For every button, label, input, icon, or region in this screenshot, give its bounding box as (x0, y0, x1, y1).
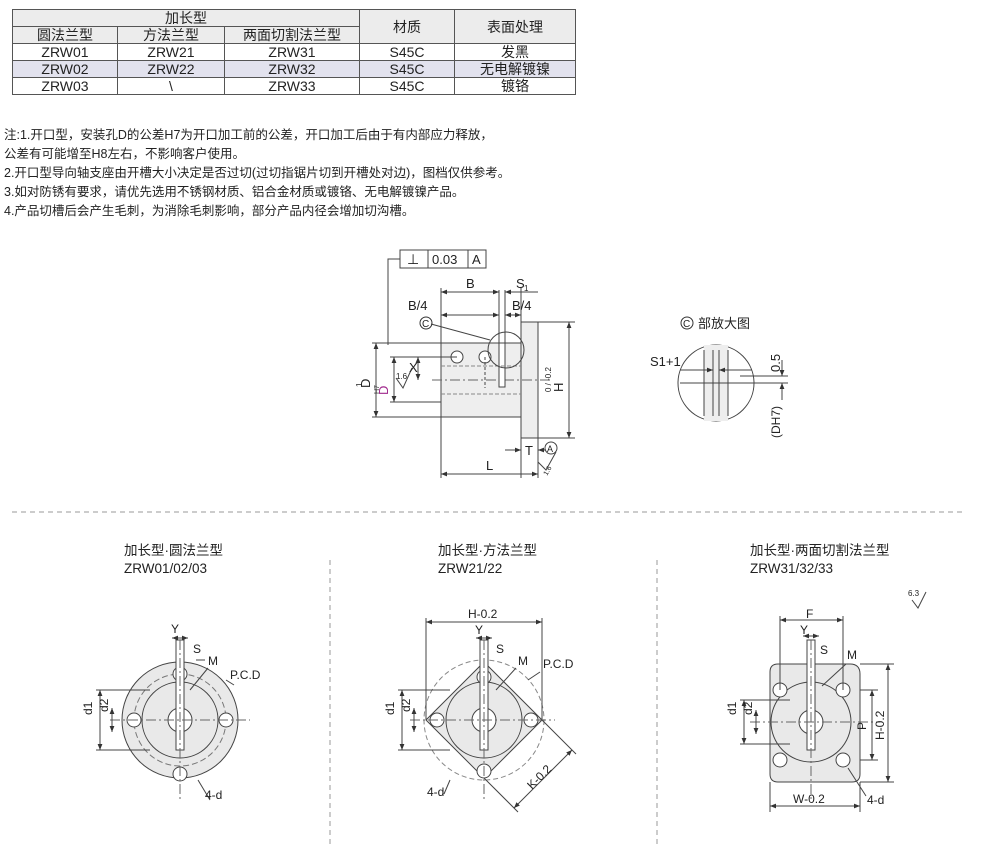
table-row: ZRW03 \ ZRW33 S45C 镀铬 (12, 77, 576, 95)
svg-text:0.5: 0.5 (768, 354, 783, 372)
svg-text:D: D (358, 379, 373, 388)
svg-text:0.03: 0.03 (432, 252, 457, 267)
svg-text:部放大图: 部放大图 (698, 316, 750, 331)
svg-text:S: S (193, 642, 201, 656)
svg-text:A: A (472, 252, 481, 267)
svg-text:1: 1 (524, 284, 529, 293)
svg-text:B: B (466, 276, 475, 291)
note-line: 公差有可能增至H8左右，不影响客户使用。 (4, 147, 245, 161)
svg-text:F: F (806, 607, 813, 621)
note-line: 3.如对防锈有要求，请优先选用不锈钢材质、铝合金材质或镀铬、无电解镀镍产品。 (4, 185, 465, 199)
svg-text:H: H (551, 383, 566, 392)
svg-text:P.C.D: P.C.D (230, 668, 261, 682)
svg-text:4-d: 4-d (205, 788, 222, 802)
surface-header: 表面处理 (454, 9, 576, 44)
svg-text:K-0.2: K-0.2 (524, 762, 554, 792)
sub-header-round: 圆法兰型 (12, 26, 118, 44)
view-caption-square: 加长型·方法兰型 ZRW21/22 (438, 543, 537, 576)
round-flange-view (96, 635, 250, 801)
note-line: 2.开口型导向轴支座由开槽大小决定是否过切(过切指锯片切到开槽处对边)，图档仅供… (4, 166, 511, 180)
svg-text:1: 1 (355, 382, 364, 387)
notes: 注:1.开口型，安装孔D的公差H7为开口加工前的公差，开口加工后由于有内部应力释… (4, 126, 510, 221)
svg-text:(DH7): (DH7) (769, 406, 783, 438)
view-caption-round: 加长型·圆法兰型 ZRW01/02/03 (124, 543, 223, 576)
svg-text:Y: Y (800, 623, 808, 637)
svg-text:4-d: 4-d (867, 793, 884, 807)
svg-text:0 / -0.2: 0 / -0.2 (544, 367, 553, 392)
svg-text:d1: d1 (81, 701, 95, 715)
svg-text:d2: d2 (97, 698, 111, 712)
svg-text:6.3: 6.3 (908, 589, 920, 598)
svg-text:B/4: B/4 (512, 298, 532, 313)
svg-text:W-0.2: W-0.2 (793, 792, 825, 806)
svg-text:L: L (486, 458, 493, 473)
view-caption-cut: 加长型·两面切割法兰型 ZRW31/32/33 (750, 543, 890, 576)
perpendicularity-symbol: ⊥ (407, 251, 419, 267)
svg-text:Y: Y (475, 623, 483, 637)
svg-text:M: M (208, 654, 218, 668)
svg-text:H-0.2: H-0.2 (468, 607, 498, 621)
sub-header-square: 方法兰型 (117, 26, 225, 44)
svg-text:B/4: B/4 (408, 298, 428, 313)
svg-text:S: S (496, 642, 504, 656)
note-line: 4.产品切槽后会产生毛刺，为消除毛刺影响，部分产品内径会增加切沟槽。 (4, 204, 415, 218)
svg-text:S1+1: S1+1 (650, 354, 681, 369)
svg-text:4-d: 4-d (427, 785, 444, 799)
table-row: ZRW01 ZRW21 ZRW31 S45C 发黑 (12, 43, 576, 61)
svg-text:T: T (525, 443, 533, 458)
side-view (372, 249, 575, 478)
svg-text:1.6: 1.6 (396, 372, 408, 381)
cut-flange-view (740, 591, 927, 812)
side-view-labels: ⊥ 0.03 A B S 1 B/4 B/4 C D 1 D H7 1.6 X … (355, 251, 566, 477)
svg-text:D: D (376, 386, 391, 395)
svg-text:M: M (518, 654, 528, 668)
sub-header-cut: 两面切割法兰型 (224, 26, 360, 44)
svg-text:S: S (516, 276, 525, 291)
svg-text:d1: d1 (725, 701, 739, 715)
spec-table: 加长型 材质 表面处理 圆法兰型 方法兰型 两面切割法兰型 ZRW01 ZRW2… (12, 9, 576, 95)
svg-text:Y: Y (171, 622, 179, 636)
svg-text:A: A (547, 444, 553, 454)
svg-text:C: C (422, 319, 429, 330)
detail-view-labels: C 部放大图 S1+1 0.5 (DH7) (650, 316, 783, 438)
group-header: 加长型 (12, 9, 360, 27)
svg-text:M: M (847, 648, 857, 662)
svg-text:C: C (683, 319, 690, 330)
note-line: 注:1.开口型，安装孔D的公差H7为开口加工前的公差，开口加工后由于有内部应力释… (4, 128, 493, 142)
detail-view (677, 344, 788, 422)
svg-text:H-0.2: H-0.2 (873, 710, 887, 740)
svg-text:d2: d2 (741, 701, 755, 715)
svg-text:d1: d1 (383, 701, 397, 715)
svg-text:H7: H7 (374, 385, 381, 394)
svg-text:X: X (409, 360, 418, 375)
svg-text:d2: d2 (399, 698, 413, 712)
svg-text:P: P (855, 722, 869, 730)
square-flange-view (398, 618, 577, 813)
svg-text:S: S (820, 643, 828, 657)
svg-text:P.C.D: P.C.D (543, 657, 574, 671)
svg-text:1.6: 1.6 (543, 465, 554, 477)
table-row: ZRW02 ZRW22 ZRW32 S45C 无电解镀镍 (12, 60, 576, 78)
